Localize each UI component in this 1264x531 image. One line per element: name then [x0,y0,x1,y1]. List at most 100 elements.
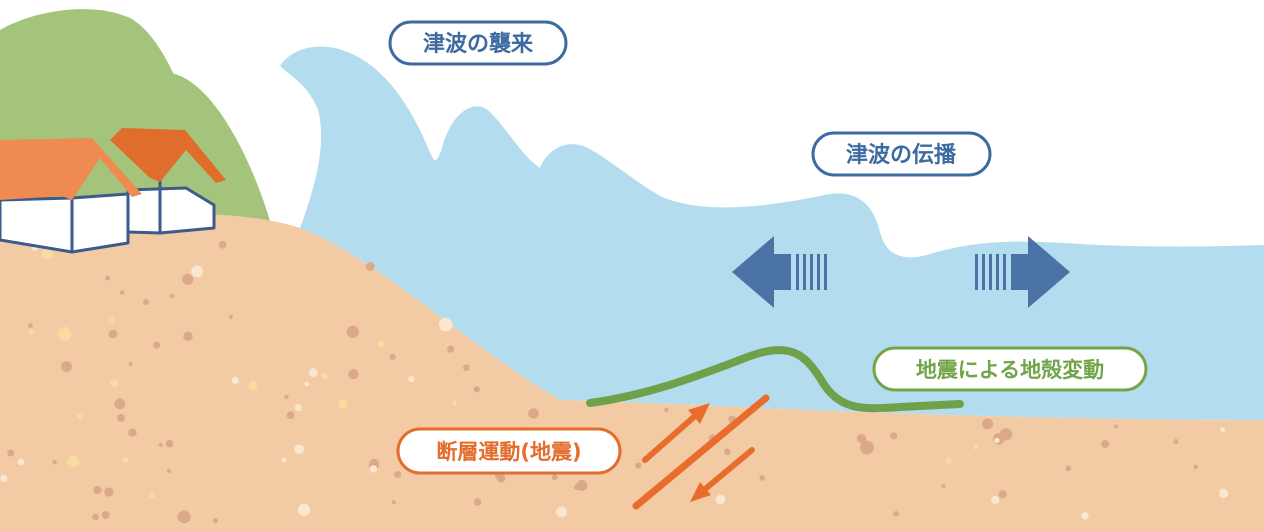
ground-speckle [973,444,979,450]
ground-speckle [556,506,567,518]
ground-speckle [1065,465,1072,472]
ground-speckle [528,408,539,419]
ground-speckle [108,329,118,339]
ground-speckle [153,341,161,349]
ground-speckle [52,460,57,465]
ground-speckle [297,503,311,517]
ground-speckle [1081,512,1089,520]
ground [0,213,1264,531]
ground-speckle [1219,489,1229,499]
label-tsunami-arrival: 津波の襲来 [388,20,568,66]
ground-speckle [101,511,110,519]
ground-speckle [724,448,731,456]
label-tsunami-propagation-text: 津波の伝播 [846,142,957,168]
ground-speckle [999,428,1013,441]
ground-speckle [1220,427,1226,433]
ground-speckle [945,457,952,464]
ground-speckle [1173,439,1179,444]
ground-speckle [369,465,378,473]
ground-speckle [294,404,302,412]
ground-speckle [183,331,193,341]
ground-speckle [128,428,137,437]
ground-speckle [439,317,453,332]
ground-speckle [635,462,642,469]
label-tsunami-arrival-text: 津波の襲来 [423,31,534,57]
ground-speckle [941,484,946,489]
ground-speckle [57,326,72,341]
ground-speckle [1193,464,1198,469]
ground-speckle [452,400,457,405]
ground-speckle [61,361,72,372]
ground-speckle [346,325,359,338]
ground-speckle [551,474,558,481]
house-icon [0,138,142,254]
ground-speckle [231,376,239,384]
ground-speckle [166,468,171,473]
ground-speckle [377,340,385,348]
ground-speckle [7,449,15,457]
ground-speckle [191,265,204,278]
propagation-arrow-right-icon [975,236,1070,308]
ground-speckle [105,275,110,281]
ground-speckle [122,457,128,463]
ground-speckle [994,437,1000,444]
ground-speckle [890,432,898,440]
ground-speckle [165,439,174,448]
ground-speckle [92,513,99,521]
ground-speckle [294,444,305,455]
crustal-deformation-line [586,346,964,413]
ground-speckle [17,458,25,466]
ground-speckle [389,353,396,360]
ground-speckle [119,290,125,295]
ground-speckle [759,475,765,481]
ground-speckle [28,328,34,335]
ground-speckle [117,413,126,422]
ground-speckle [321,373,328,380]
ground-speckle [991,495,1000,504]
ground-speckle [28,323,33,328]
propagation-arrow-left-icon [732,236,827,308]
ground-speckle [394,471,402,478]
ground-speckle [182,273,194,285]
fault-arrow-down-icon [690,447,755,502]
ground-speckle [1114,424,1119,429]
ground-speckle [496,473,506,483]
ground-speckle [67,455,80,468]
ground-speckle [998,490,1007,499]
ground-speckle [93,485,102,495]
ground-speckle [893,511,899,517]
ground-speckle [41,248,53,260]
ground-speckle [447,345,455,353]
label-crustal-movement: 地震による地殻変動 [872,346,1148,392]
ground-speckle [177,510,191,524]
ground-speckle [365,262,375,271]
ground-speckle [576,479,588,491]
fault-line [632,394,770,510]
ground-speckle [664,407,669,413]
ground-speckle [128,361,133,366]
ground-speckle [337,399,348,409]
label-fault-movement-text: 断層運動(地震) [436,440,581,464]
ground-speckle [108,316,115,324]
ground-speckle [212,518,218,524]
label-fault-movement: 断層運動(地震) [396,427,622,475]
ground-speckle [114,398,126,410]
ground-speckle [982,418,993,430]
ground-speckle [104,487,114,497]
ground-speckle [169,293,175,299]
fault-arrow-up-icon [642,403,710,463]
ground-speckle [228,314,233,319]
ground-speckle [856,433,867,444]
ground-speckle [715,494,726,505]
ground-speckle [860,440,874,455]
ground-speckle [284,394,289,399]
ground-speckle [248,381,258,390]
ground-speckle [77,413,83,419]
ground-speckle [473,498,482,506]
ground-speckle [286,411,295,420]
ground-speckle [1101,440,1110,448]
label-tsunami-propagation: 津波の伝播 [811,131,992,177]
ground-speckle [110,379,119,388]
